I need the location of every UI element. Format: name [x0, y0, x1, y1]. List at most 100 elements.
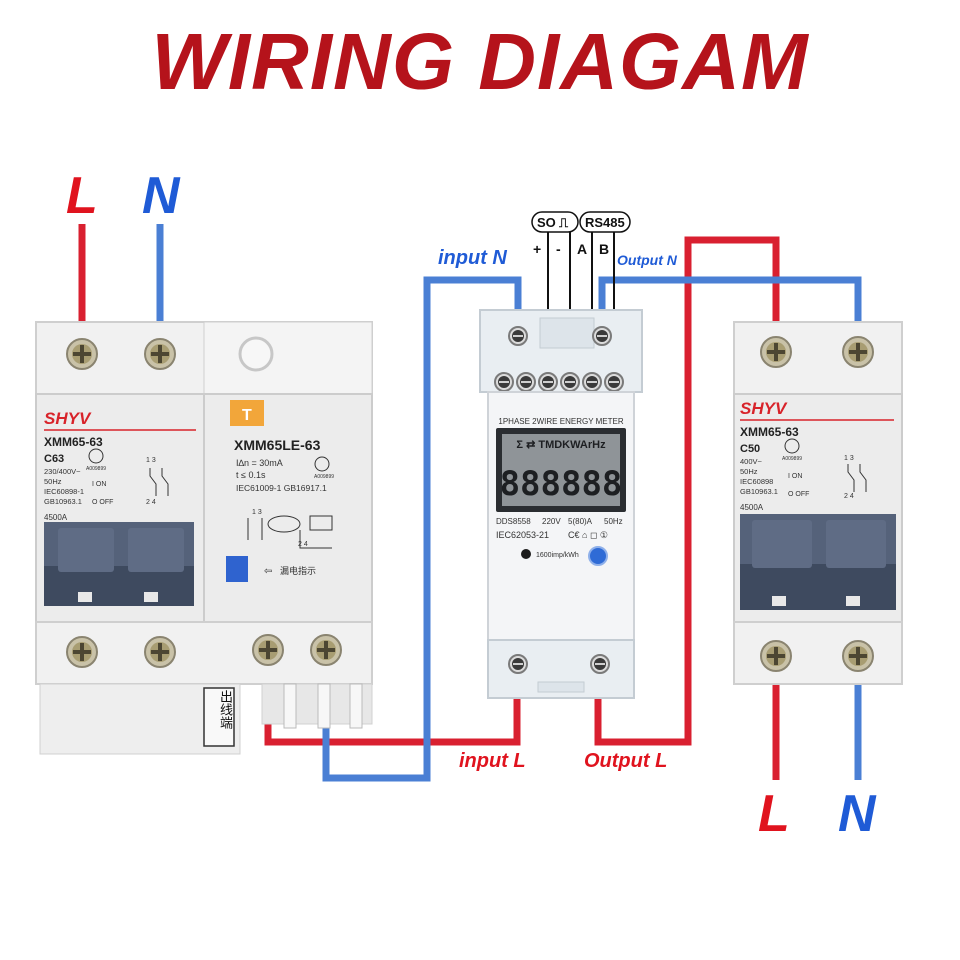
load-live-label: L	[758, 785, 790, 843]
breaker1-poles-bottom: 2 4	[146, 499, 156, 506]
meter-model: DDS8558	[496, 517, 531, 526]
rcd-outlet-text: 出线端	[217, 690, 232, 729]
breaker2-model: XMM65-63	[740, 425, 799, 439]
rcd-badge-text: T	[242, 407, 252, 424]
meter-button[interactable]	[588, 546, 608, 566]
rcd-ccc-icon	[314, 456, 330, 472]
meter-units: Σ ⇄ TMDKWArHz	[516, 439, 606, 451]
rcd-poles-top: 1 3	[252, 509, 262, 516]
rcd-schematic-icon	[247, 515, 333, 549]
breaker1-model: XMM65-63	[44, 435, 103, 449]
meter-marks: C€ ⌂ ◻ ①	[568, 530, 608, 540]
breaker2-capacity: 4500A	[740, 503, 764, 512]
so-symbol: ⎍	[559, 215, 569, 230]
breaker1-rating: C63	[44, 453, 64, 465]
breaker2-std1: IEC60898	[740, 477, 773, 486]
input-n-label: input N	[438, 247, 507, 269]
input-n-wire	[322, 276, 522, 782]
rcd-model: XMM65LE-63	[234, 437, 321, 453]
rcd-bottom-screw-l	[252, 634, 284, 666]
breaker2-ccc-icon	[784, 438, 800, 454]
rcd-bottom-screw-n	[310, 634, 342, 666]
rcd-in: I∆n = 30mA	[236, 458, 283, 468]
terminal-a: A	[577, 241, 587, 257]
rcd-test-hole	[238, 336, 274, 372]
output-l-label: Output L	[584, 750, 668, 772]
breaker1-brand: SHYV	[44, 409, 92, 428]
meter-terminal-so-plus	[538, 372, 558, 392]
meter-input-l-screw	[508, 654, 528, 674]
meter-output-l-screw	[590, 654, 610, 674]
breaker1-std2: GB10963.1	[44, 497, 82, 506]
rcd-poles-bottom: 2 4	[298, 541, 308, 548]
energy-meter: 1PHASE 2WIRE ENERGY METER Σ ⇄ TMDKWArHz …	[479, 309, 643, 699]
rcd-indicator-label: 漏电指示	[280, 565, 316, 576]
rs485-label: RS485	[585, 215, 625, 230]
rs485-label-box	[579, 211, 631, 233]
breaker2-brand: SHYV	[740, 399, 788, 418]
rcd-t: t ≤ 0.1s	[236, 470, 266, 480]
breaker2-rating: C50	[740, 443, 760, 455]
breaker1-top-screw-l	[66, 338, 98, 370]
supply-neutral-label: N	[142, 167, 180, 225]
rcd-outlet-label	[203, 687, 235, 747]
breaker1-poles-top: 1 3	[146, 457, 156, 464]
breaker1-std1: IEC60898-1	[44, 487, 84, 496]
meter-terminal-2	[516, 372, 536, 392]
meter-terminal-1	[494, 372, 514, 392]
meter-display: 888888	[500, 464, 623, 504]
breaker2-off: O OFF	[788, 491, 809, 498]
breaker1-on: I ON	[92, 481, 106, 488]
output-n-wire	[598, 276, 862, 330]
breaker2-std2: GB10963.1	[740, 487, 778, 496]
meter-current: 5(80)A	[568, 517, 593, 526]
meter-std: IEC62053-21	[496, 530, 549, 540]
rcd-indicator-arrow: ⇦	[264, 566, 272, 577]
so-label-box	[531, 211, 579, 233]
terminal-plus: +	[533, 241, 541, 257]
meter-terminal-b	[604, 372, 624, 392]
breaker2-bottom-screw-l	[760, 640, 792, 672]
breaker2-poles-top: 1 3	[844, 455, 854, 462]
breaker1-top-screw-n	[144, 338, 176, 370]
supply-live-label: L	[66, 167, 98, 225]
breaker2-top-screw-n	[842, 336, 874, 368]
so-label: SO	[537, 215, 556, 230]
meter-header: 1PHASE 2WIRE ENERGY METER	[498, 417, 623, 426]
breaker1-bottom-screw-l	[66, 636, 98, 668]
meter-freq: 50Hz	[604, 517, 623, 526]
input-l-label: input L	[459, 750, 526, 772]
rcd-test-button[interactable]	[226, 556, 248, 582]
breaker2-on: I ON	[788, 473, 802, 480]
breaker1-off: O OFF	[92, 499, 113, 506]
terminal-minus: -	[556, 241, 561, 257]
rcd-cert: A009899	[314, 474, 334, 480]
breaker1-schematic-icon	[149, 468, 169, 496]
meter-pulse: 1600imp/kWh	[536, 552, 579, 559]
terminal-labels: SO ⎍ RS485 + - A B	[531, 211, 631, 257]
terminal-b: B	[599, 241, 609, 257]
output-n-label: Output N	[617, 252, 677, 268]
meter-voltage: 220V	[542, 517, 561, 526]
load-neutral-label: N	[838, 785, 876, 843]
breaker2-voltage: 400V~	[740, 457, 763, 466]
breaker1-voltage: 230/400V~	[44, 467, 81, 476]
load-breaker: SHYV XMM65-63 C50 400V~ 50Hz IEC60898 GB…	[733, 321, 903, 685]
rcd-badge	[230, 400, 264, 426]
breaker2-freq: 50Hz	[740, 467, 758, 476]
breaker2-cert: A009899	[782, 456, 802, 462]
breaker2-bottom-screw-n	[842, 640, 874, 672]
breaker1-capacity: 4500A	[44, 513, 68, 522]
breaker1-cert: A009899	[86, 466, 106, 472]
breaker1-ccc-icon	[88, 448, 104, 464]
main-breaker-rcd: SHYV XMM65-63 C63 230/400V~ 50Hz IEC6089…	[35, 321, 373, 755]
breaker1-freq: 50Hz	[44, 477, 62, 486]
breaker2-poles-bottom: 2 4	[844, 493, 854, 500]
rcd-std: IEC61009-1 GB16917.1	[236, 483, 327, 493]
output-l-wire	[594, 236, 780, 746]
breaker2-top-screw-l	[760, 336, 792, 368]
breaker2-schematic-icon	[847, 464, 867, 492]
meter-pulse-led	[521, 549, 531, 559]
meter-terminal-a	[582, 372, 602, 392]
